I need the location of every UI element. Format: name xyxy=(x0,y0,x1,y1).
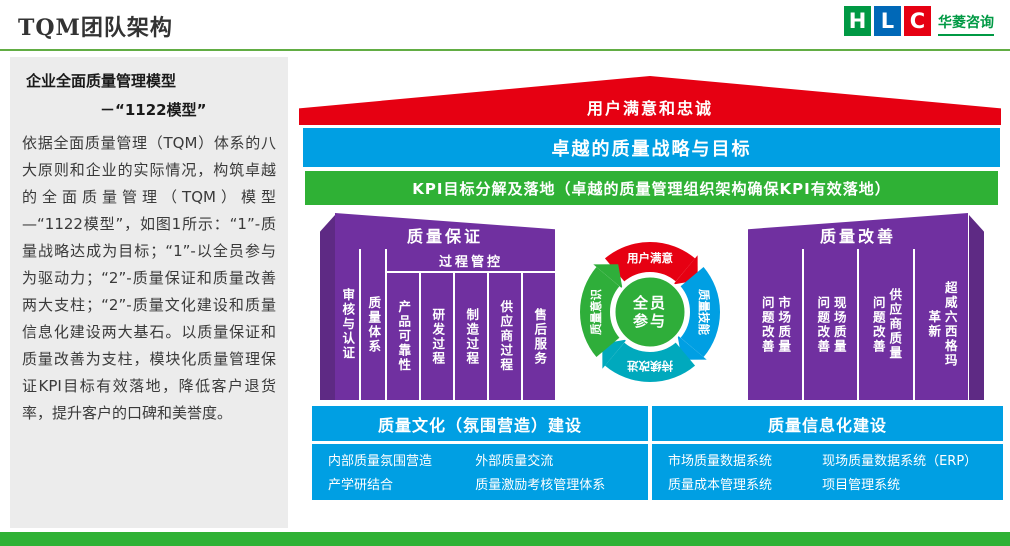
cell-manufacturing-process-text: 制造过程 xyxy=(464,307,480,366)
wheel-segment-quality-awareness xyxy=(580,266,620,358)
wheel-segment-continuous-improvement xyxy=(604,342,696,382)
wheel-segment-customer-satisfaction xyxy=(604,242,696,282)
cell-supplier-process: 供应商过程 xyxy=(489,273,521,400)
item-onsite-quality-data-system-erp: 现场质量数据系统（ERP） xyxy=(822,454,978,469)
quality-culture-body: 内部质量氛围营造 产学研结合 外部质量交流 质量激励考核管理体系 xyxy=(312,444,648,500)
cell-quality-system-text: 质量体系 xyxy=(366,295,382,354)
quality-improvement-title: 质量改善 xyxy=(748,213,968,249)
item-market-quality-data-system: 市场质量数据系统 xyxy=(668,454,773,469)
right-pillar-side-face xyxy=(969,215,984,400)
strategy-bar: 卓越的质量战略与目标 xyxy=(303,128,1000,167)
tqm-model-diagram: 用户满意和忠诚 卓越的质量战略与目标 KPI目标分解及落地（卓越的质量管理组织架… xyxy=(295,55,1007,533)
process-control-title-text: 过程管控 xyxy=(438,254,503,270)
logo-letter-c: C xyxy=(904,6,931,36)
cell-six-sigma-innovation: 革新 超威六西格玛 xyxy=(914,249,968,400)
wheel-label-quality-skill: 质量技能 xyxy=(697,289,711,335)
participation-wheel: 用户满意 质量技能 持续改进 质量意识 全员 参与 xyxy=(580,242,720,382)
quality-informatization-body: 市场质量数据系统 质量成本管理系统 现场质量数据系统（ERP） 项目管理系统 xyxy=(652,444,1003,500)
panel-subheading: －“1122模型” xyxy=(100,101,207,119)
quality-improvement-grid: 问题改善 市场质量 问题改善 现场质量 问题改善 供应商质量 革新 超威六西格玛 xyxy=(748,249,968,400)
item-industry-academia-research: 产学研结合 xyxy=(328,478,394,493)
item-internal-quality-atmosphere: 内部质量氛围营造 xyxy=(328,454,433,469)
quality-assurance-pillar: 质量保证 审核与认证 质量体系 过程管控 产品可靠性 xyxy=(335,213,555,400)
quality-improvement-title-text: 质量改善 xyxy=(819,227,896,246)
wheel-center-text-line1: 全员 xyxy=(632,294,667,312)
item-quality-incentive-assessment: 质量激励考核管理体系 xyxy=(475,478,606,493)
quality-improvement-body: 问题改善 市场质量 问题改善 现场质量 问题改善 供应商质量 革新 超威六西格玛 xyxy=(748,249,968,400)
cell-manufacturing-process: 制造过程 xyxy=(455,273,487,400)
bottom-green-strip xyxy=(0,532,1010,546)
cell-after-sales-service: 售后服务 xyxy=(523,273,555,400)
panel-heading: 企业全面质量管理模型 xyxy=(26,72,177,90)
wheel-segment-quality-skill xyxy=(680,266,720,358)
cell-six-sigma-text: 超威六西格玛 xyxy=(942,281,958,368)
panel-body-text: 依据全面质量管理（TQM）体系的八大原则和企业的实际情况，构筑卓越的全面质量管理… xyxy=(22,134,276,422)
logo-letter-h: H xyxy=(844,6,871,36)
quality-assurance-title-text: 质量保证 xyxy=(406,227,483,246)
quality-informatization-col2: 现场质量数据系统（ERP） 项目管理系统 xyxy=(822,450,1003,500)
cell-quality-system: 质量体系 xyxy=(361,249,385,400)
process-control-title: 过程管控 xyxy=(387,249,555,271)
process-control-group: 过程管控 产品可靠性 研发过程 制造过程 供应商过程 xyxy=(387,249,555,400)
cell-supplier-quality-category: 问题改善 xyxy=(870,295,886,354)
cell-supplier-quality-improvement: 问题改善 供应商质量 xyxy=(859,249,913,400)
quality-culture-header: 质量文化（氛围营造）建设 xyxy=(312,406,648,441)
cell-onsite-quality-category: 问题改善 xyxy=(815,295,831,354)
kpi-bar-label: KPI目标分解及落地（卓越的质量管理组织架构确保KPI有效落地） xyxy=(412,179,891,198)
quality-assurance-title: 质量保证 xyxy=(335,213,555,249)
cell-supplier-quality-text: 供应商质量 xyxy=(887,288,903,361)
quality-assurance-body: 审核与认证 质量体系 过程管控 产品可靠性 研发过程 xyxy=(335,249,555,400)
kpi-bar: KPI目标分解及落地（卓越的质量管理组织架构确保KPI有效落地） xyxy=(305,171,998,205)
quality-informatization-title-text: 质量信息化建设 xyxy=(767,415,887,435)
cell-market-quality-category: 问题改善 xyxy=(759,295,775,354)
wheel-center-text-line2: 参与 xyxy=(633,312,667,330)
roof-label: 用户满意和忠诚 xyxy=(586,98,713,118)
cell-supplier-process-text: 供应商过程 xyxy=(498,300,514,373)
cell-market-quality-improvement: 问题改善 市场质量 xyxy=(748,249,802,400)
item-project-management-system: 项目管理系统 xyxy=(822,478,901,493)
cell-audit-certification-text: 审核与认证 xyxy=(340,288,356,361)
item-external-quality-exchange: 外部质量交流 xyxy=(475,454,554,469)
quality-assurance-grid: 审核与认证 质量体系 过程管控 产品可靠性 研发过程 xyxy=(335,249,555,400)
wheel-center-circle xyxy=(612,274,688,350)
strategy-bar-label: 卓越的质量战略与目标 xyxy=(551,138,752,160)
logo-letter-l: L xyxy=(874,6,901,36)
wheel-label-customer-satisfaction: 用户满意 xyxy=(626,251,673,265)
wheel-arrow-quality-awareness xyxy=(593,264,623,289)
cell-audit-certification: 审核与认证 xyxy=(335,249,359,400)
cell-market-quality-text: 市场质量 xyxy=(776,295,792,354)
slide-header: TQM团队架构 H L C 华菱咨询 xyxy=(0,0,1010,50)
company-logo: H L C 华菱咨询 xyxy=(844,6,994,36)
page-title: TQM团队架构 xyxy=(18,15,173,41)
logo-company-name: 华菱咨询 xyxy=(938,12,994,36)
cell-rd-process-text: 研发过程 xyxy=(430,307,446,366)
cell-product-reliability-text: 产品可靠性 xyxy=(396,300,412,373)
header-divider xyxy=(0,49,1010,51)
wheel-label-continuous-improvement: 持续改进 xyxy=(627,359,673,373)
quality-culture-title-text: 质量文化（氛围营造）建设 xyxy=(377,415,582,435)
quality-informatization-col1: 市场质量数据系统 质量成本管理系统 xyxy=(668,450,822,500)
roof-banner: 用户满意和忠诚 xyxy=(299,76,1001,125)
item-quality-cost-management-system: 质量成本管理系统 xyxy=(668,478,773,493)
cell-rd-process: 研发过程 xyxy=(421,273,453,400)
cell-product-reliability: 产品可靠性 xyxy=(387,273,419,400)
quality-informatization-header: 质量信息化建设 xyxy=(652,406,1003,441)
left-pillar-side-face xyxy=(320,215,335,400)
process-control-cells: 产品可靠性 研发过程 制造过程 供应商过程 售后服务 xyxy=(387,273,555,400)
cell-after-sales-service-text: 售后服务 xyxy=(532,307,548,366)
cell-onsite-quality-text: 现场质量 xyxy=(831,295,847,354)
quality-culture-col1: 内部质量氛围营造 产学研结合 xyxy=(328,450,475,500)
cell-six-sigma-category: 革新 xyxy=(926,310,942,339)
cell-onsite-quality-improvement: 问题改善 现场质量 xyxy=(803,249,857,400)
quality-improvement-pillar: 质量改善 问题改善 市场质量 问题改善 现场质量 问题改善 供应商质量 革新 超 xyxy=(748,213,968,400)
wheel-label-quality-awareness: 质量意识 xyxy=(589,289,603,335)
quality-culture-col2: 外部质量交流 质量激励考核管理体系 xyxy=(475,450,648,500)
sidebar-description-panel: 企业全面质量管理模型 －“1122模型” 依据全面质量管理（TQM）体系的八大原… xyxy=(10,57,288,528)
